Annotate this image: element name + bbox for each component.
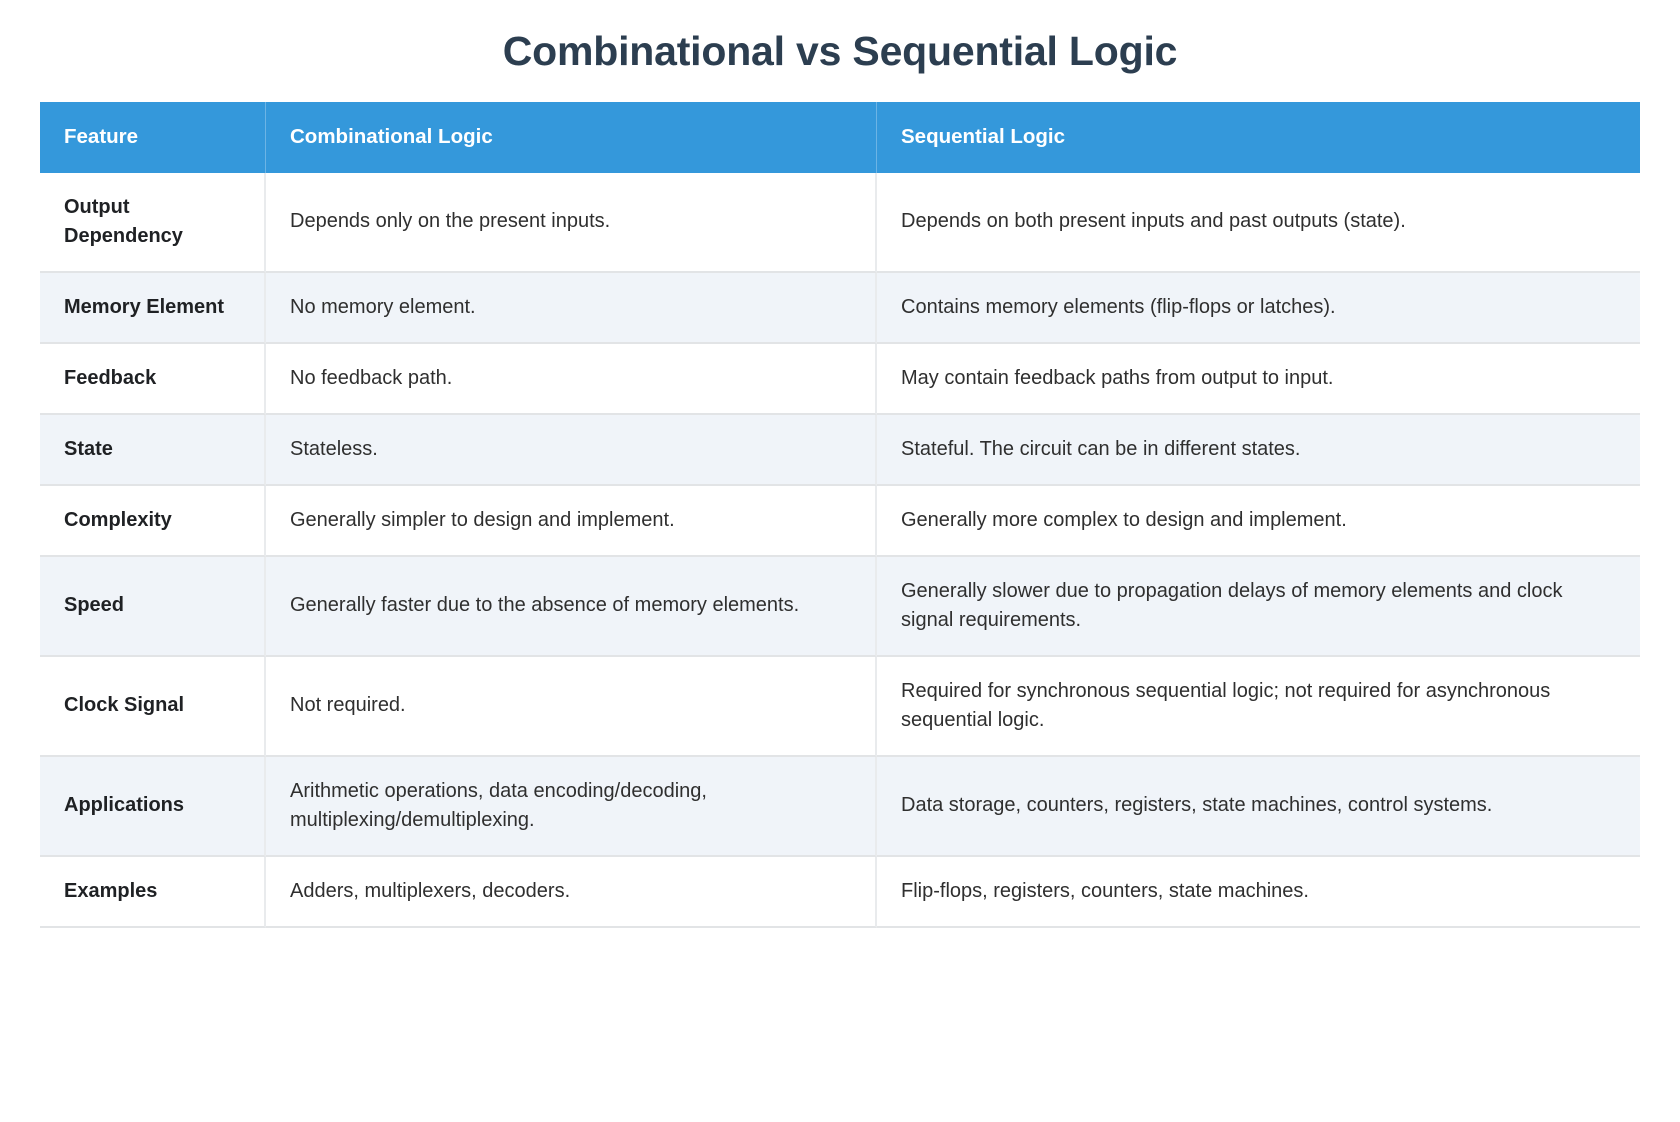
cell-sequential: Data storage, counters, registers, state… — [877, 756, 1640, 857]
table-row: Applications Arithmetic operations, data… — [40, 756, 1640, 857]
cell-combinational: No feedback path. — [266, 343, 877, 415]
column-header-feature: Feature — [40, 102, 266, 173]
cell-sequential: Required for synchronous sequential logi… — [877, 656, 1640, 757]
cell-feature: Complexity — [40, 485, 266, 557]
cell-sequential: Contains memory elements (flip-flops or … — [877, 272, 1640, 344]
cell-sequential: Flip-flops, registers, counters, state m… — [877, 856, 1640, 928]
table-row: Complexity Generally simpler to design a… — [40, 485, 1640, 557]
table-header-row: Feature Combinational Logic Sequential L… — [40, 102, 1640, 173]
cell-combinational: No memory element. — [266, 272, 877, 344]
table-row: Clock Signal Not required. Required for … — [40, 656, 1640, 757]
cell-sequential: Generally slower due to propagation dela… — [877, 556, 1640, 657]
cell-sequential: Stateful. The circuit can be in differen… — [877, 414, 1640, 486]
cell-feature: Examples — [40, 856, 266, 928]
cell-feature: Speed — [40, 556, 266, 657]
cell-sequential: Depends on both present inputs and past … — [877, 172, 1640, 273]
table-row: Memory Element No memory element. Contai… — [40, 272, 1640, 344]
cell-sequential: Generally more complex to design and imp… — [877, 485, 1640, 557]
table-header: Feature Combinational Logic Sequential L… — [40, 102, 1640, 173]
cell-combinational: Depends only on the present inputs. — [266, 172, 877, 273]
table-row: Speed Generally faster due to the absenc… — [40, 556, 1640, 657]
page-title: Combinational vs Sequential Logic — [502, 28, 1178, 74]
column-header-sequential: Sequential Logic — [877, 102, 1640, 173]
cell-combinational: Generally faster due to the absence of m… — [266, 556, 877, 657]
table-row: State Stateless. Stateful. The circuit c… — [40, 414, 1640, 486]
cell-feature: Applications — [40, 756, 266, 857]
comparison-table-container: Feature Combinational Logic Sequential L… — [40, 102, 1640, 928]
cell-feature: State — [40, 414, 266, 486]
cell-feature: Clock Signal — [40, 656, 266, 757]
cell-combinational: Adders, multiplexers, decoders. — [266, 856, 877, 928]
table-row: Output Dependency Depends only on the pr… — [40, 172, 1640, 273]
cell-feature: Feedback — [40, 343, 266, 415]
table-row: Feedback No feedback path. May contain f… — [40, 343, 1640, 415]
cell-feature: Output Dependency — [40, 172, 266, 273]
table-row: Examples Adders, multiplexers, decoders.… — [40, 856, 1640, 928]
cell-combinational: Arithmetic operations, data encoding/dec… — [266, 756, 877, 857]
cell-combinational: Stateless. — [266, 414, 877, 486]
table-body: Output Dependency Depends only on the pr… — [40, 172, 1640, 928]
cell-combinational: Not required. — [266, 656, 877, 757]
cell-combinational: Generally simpler to design and implemen… — [266, 485, 877, 557]
cell-feature: Memory Element — [40, 272, 266, 344]
comparison-table: Feature Combinational Logic Sequential L… — [40, 102, 1640, 928]
cell-sequential: May contain feedback paths from output t… — [877, 343, 1640, 415]
column-header-combinational: Combinational Logic — [266, 102, 877, 173]
